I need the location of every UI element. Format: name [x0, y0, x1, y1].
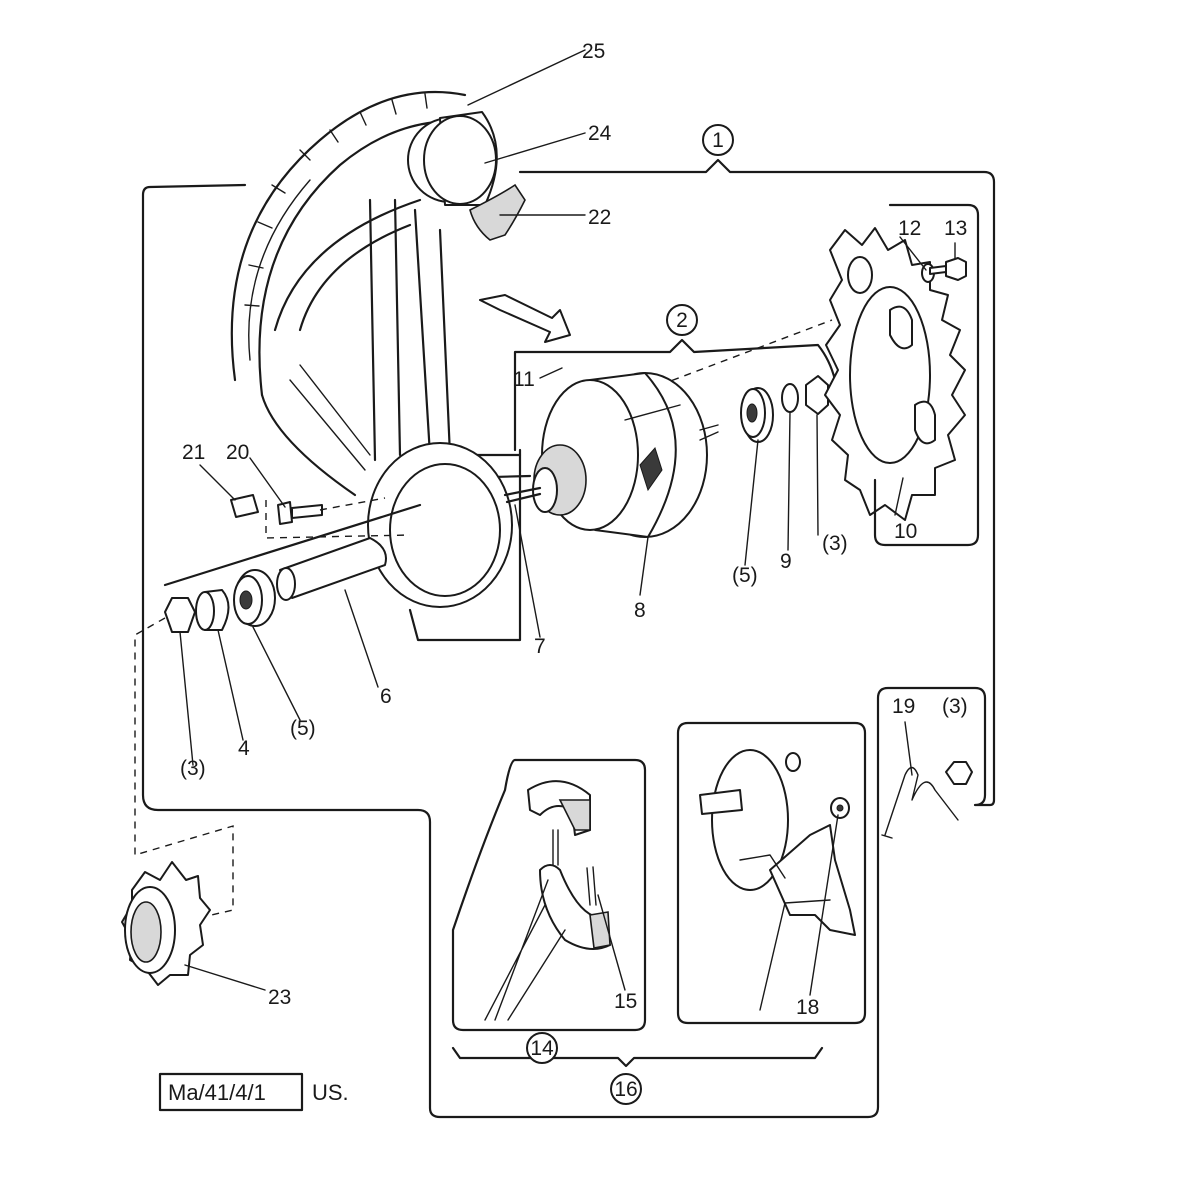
direction-arrow [479, 294, 571, 343]
label-2: 2 [676, 309, 688, 332]
reference-suffix: US. [312, 1080, 349, 1105]
label-14: 14 [530, 1037, 554, 1060]
hub-8 [532, 372, 719, 538]
screw-20 [277, 501, 323, 525]
wheel-rim [260, 198, 532, 642]
label-19: 19 [892, 695, 915, 718]
leader-lines [179, 49, 956, 1021]
assembly-2-marker [666, 304, 698, 336]
label-24: 24 [588, 122, 612, 145]
assembly-16-bracket [451, 1046, 824, 1068]
label-23: 23 [268, 986, 291, 1009]
label-13: 13 [944, 217, 967, 240]
washer-9 [781, 383, 799, 413]
nut-3-bottom [945, 761, 973, 785]
pin-21 [230, 494, 259, 518]
wheel-tire [230, 90, 526, 397]
brake-plate [699, 749, 856, 936]
label-4: 4 [238, 737, 250, 760]
sprocket-10 [824, 227, 966, 521]
label-3-left: (3) [180, 757, 206, 780]
label-18: 18 [796, 996, 819, 1019]
label-1: 1 [712, 129, 724, 152]
assembly-1-outline [141, 158, 996, 1119]
label-9: 9 [780, 550, 792, 573]
label-22: 22 [588, 206, 611, 229]
bearing-5-left [233, 569, 276, 627]
label-5-left: (5) [290, 717, 316, 740]
reference-box [158, 1072, 304, 1112]
nut-3-right [805, 375, 829, 415]
label-3-bottom: (3) [942, 695, 968, 718]
label-8: 8 [634, 599, 646, 622]
bolt-13 [929, 257, 967, 281]
label-11: 11 [513, 368, 535, 391]
label-16: 16 [614, 1078, 637, 1101]
axle-guide [659, 319, 833, 386]
assembly-1-marker [702, 124, 734, 156]
label-15: 15 [614, 990, 637, 1013]
assembly-16-marker [610, 1073, 642, 1105]
label-21: 21 [182, 441, 205, 464]
label-20: 20 [226, 441, 249, 464]
axle-7 [503, 486, 542, 504]
label-6: 6 [380, 685, 392, 708]
label-10: 10 [894, 520, 917, 543]
label-7: 7 [534, 635, 546, 658]
bearing-5-right [740, 387, 774, 443]
spring-19 [881, 766, 959, 839]
label-5-right: (5) [732, 564, 758, 587]
assembly-2-outline [513, 338, 837, 452]
reference-code: Ma/41/4/1 [168, 1080, 266, 1105]
label-3-right: (3) [822, 532, 848, 555]
sprocket-bolt-box [873, 203, 980, 547]
brake-shoes [527, 780, 611, 950]
brake-plate-box [676, 721, 867, 1025]
spacer-4 [195, 589, 230, 631]
nut-3-left [164, 597, 196, 633]
assembly-14-marker [526, 1032, 558, 1064]
label-12: 12 [898, 217, 921, 240]
tube-6 [276, 537, 387, 601]
brake-shoe-box [451, 758, 647, 1032]
label-25: 25 [582, 40, 605, 63]
sprocket-23-guide [134, 617, 234, 921]
sprocket-23 [121, 861, 211, 986]
